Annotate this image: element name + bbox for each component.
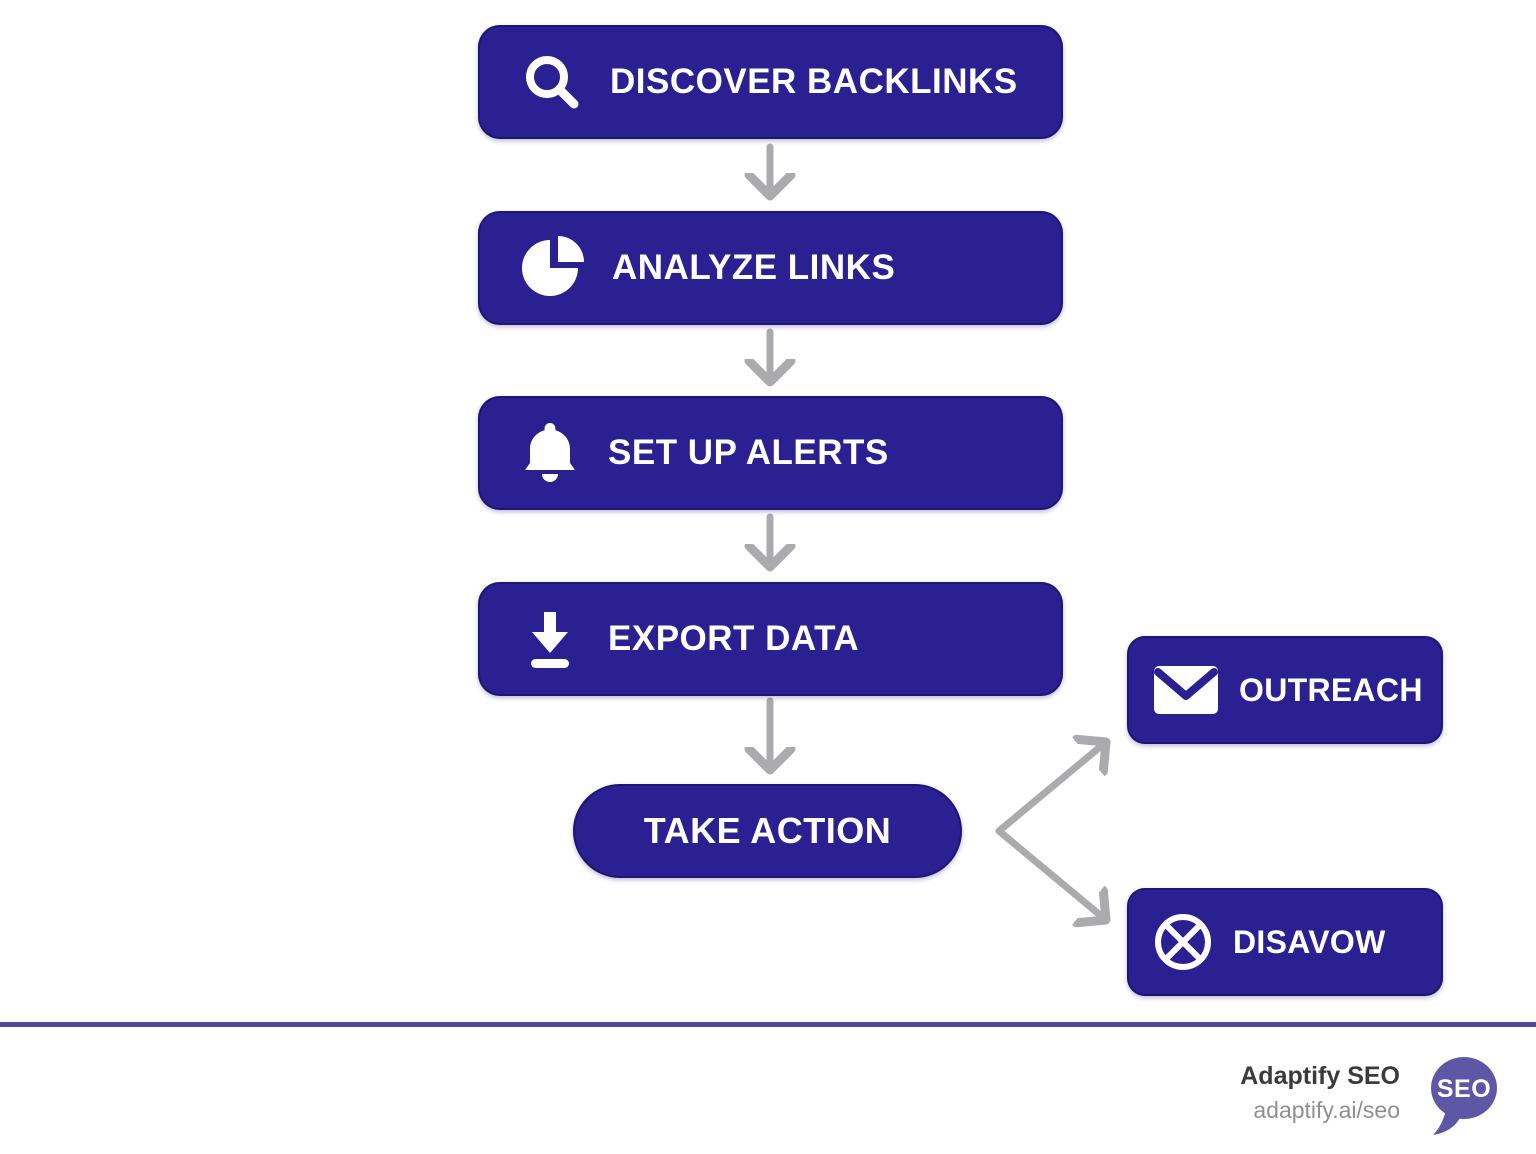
step-label: DISCOVER BACKLINKS (610, 62, 1018, 101)
step-analyze-links: ANALYZE LINKS (478, 211, 1063, 325)
footer-divider (0, 1022, 1536, 1027)
download-icon (520, 608, 580, 670)
arrow-action-to-outreach (995, 742, 1106, 835)
search-icon (520, 51, 582, 113)
branch-label: OUTREACH (1239, 671, 1423, 708)
logo-text: SEO (1437, 1075, 1491, 1103)
footer-brand-block: Adaptify SEO adaptify.ai/seo (998, 1061, 1400, 1123)
branch-label: DISAVOW (1233, 923, 1386, 960)
step-discover-backlinks: DISCOVER BACKLINKS (478, 25, 1063, 139)
step-export-data: EXPORT DATA (478, 582, 1063, 696)
adaptify-seo-logo: SEO (1431, 1057, 1497, 1135)
brand-name: Adaptify SEO (1240, 1062, 1400, 1090)
crossed-circle-icon (1153, 912, 1213, 972)
step-set-up-alerts: SET UP ALERTS (478, 396, 1063, 510)
pie-chart-icon (520, 236, 584, 300)
bell-icon (520, 421, 580, 485)
action-label: TAKE ACTION (643, 810, 892, 851)
arrow-action-to-disavow (995, 827, 1106, 920)
branch-outreach: OUTREACH (1127, 636, 1443, 744)
envelope-icon (1153, 665, 1219, 715)
brand-url: adaptify.ai/seo (1253, 1097, 1400, 1123)
step-label: EXPORT DATA (608, 619, 860, 658)
branch-disavow: DISAVOW (1127, 888, 1443, 996)
take-action-node: TAKE ACTION (573, 784, 962, 878)
step-label: ANALYZE LINKS (612, 248, 896, 287)
step-label: SET UP ALERTS (608, 433, 889, 472)
